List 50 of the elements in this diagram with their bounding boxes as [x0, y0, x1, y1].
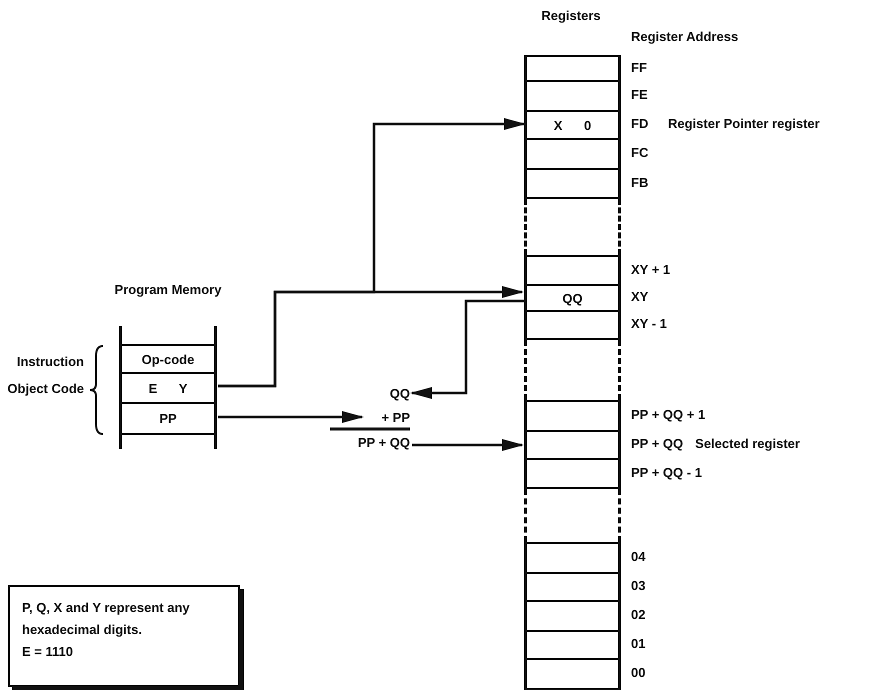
- register-role: Register Pointer register: [668, 116, 820, 132]
- column-break: [524, 199, 621, 255]
- register-cell: [524, 572, 621, 602]
- register-address: PP + QQ + 1: [631, 407, 706, 423]
- register-cell: [524, 658, 621, 690]
- register-address: FB: [631, 174, 648, 190]
- arrow: [410, 300, 524, 399]
- column-heading: Register Address: [631, 29, 738, 45]
- register-address: 00: [631, 665, 646, 681]
- register-role: Selected register: [695, 436, 800, 452]
- bracket-label: Instruction Object Code: [6, 353, 84, 398]
- register-cell: [524, 138, 621, 170]
- register-cell: [524, 255, 621, 286]
- register-address: 01: [631, 636, 646, 652]
- register-cell: [524, 458, 621, 489]
- column-break: [524, 489, 621, 542]
- register-cell: [524, 168, 621, 199]
- column-break: [524, 340, 621, 400]
- register-cell: [524, 55, 621, 82]
- register-cell: [524, 400, 621, 432]
- register-cell: [524, 542, 621, 574]
- register-address: 04: [631, 549, 646, 565]
- note-text: E = 1110: [22, 643, 74, 661]
- register-cell: QQ: [524, 284, 621, 312]
- register-address: 02: [631, 607, 646, 623]
- register-address: FD: [631, 116, 648, 132]
- register-cell: [524, 600, 621, 632]
- column-heading: Program Memory: [114, 281, 222, 299]
- arrow: [412, 439, 524, 451]
- register-address: XY - 1: [631, 316, 667, 332]
- register-address: XY: [631, 289, 648, 305]
- register-cell: X 0: [524, 110, 621, 140]
- register-address: XY + 1: [631, 262, 670, 278]
- arrow: [218, 411, 364, 423]
- operand-text: + PP: [364, 409, 410, 426]
- operand-text: QQ: [378, 385, 410, 402]
- arrow: [218, 286, 524, 388]
- register-address: PP + QQ - 1: [631, 464, 702, 480]
- register-cell: [524, 430, 621, 460]
- sum-text: PP + QQ: [330, 434, 410, 451]
- register-address: PP + QQ: [631, 436, 684, 452]
- note-text: P, Q, X and Y represent any hexadecimal digits.: [22, 599, 191, 639]
- register-cell: [524, 80, 621, 112]
- register-cell: [524, 310, 621, 340]
- register-address: FC: [631, 145, 648, 161]
- column-heading: Registers: [540, 7, 602, 25]
- register-address: FE: [631, 87, 648, 103]
- register-address: 03: [631, 578, 646, 594]
- register-cell: [524, 630, 621, 660]
- register-address: FF: [631, 60, 647, 76]
